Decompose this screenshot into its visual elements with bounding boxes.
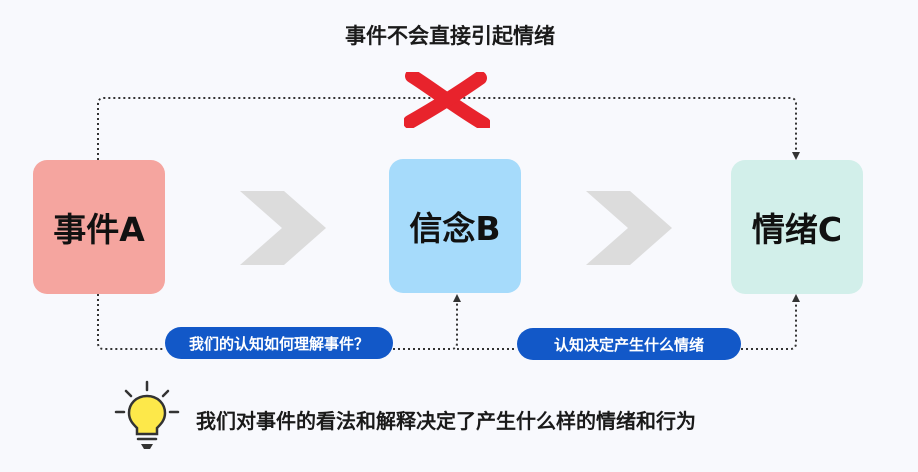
- interpret-pill: 我们的认知如何理解事件？: [165, 327, 393, 359]
- event-box: 事件A: [33, 160, 165, 294]
- chevron-right-icon: [240, 191, 326, 265]
- diagram-title: 事件不会直接引起情绪: [345, 24, 555, 48]
- x-mark-icon: [404, 72, 490, 128]
- conclusion-text: 我们对事件的看法和解释决定了产生什么样的情绪和行为: [196, 409, 696, 433]
- lightbulb-icon: [114, 380, 180, 449]
- interpret-path-line-2: [393, 294, 461, 350]
- decide-path-line-2: [741, 294, 800, 350]
- belief-box: 信念B: [389, 159, 521, 293]
- emotion-box: 情绪C: [731, 160, 863, 294]
- decide-pill: 认知决定产生什么情绪: [517, 328, 741, 360]
- interpret-path-line: [97, 294, 165, 350]
- chevron-right-icon: [586, 191, 672, 265]
